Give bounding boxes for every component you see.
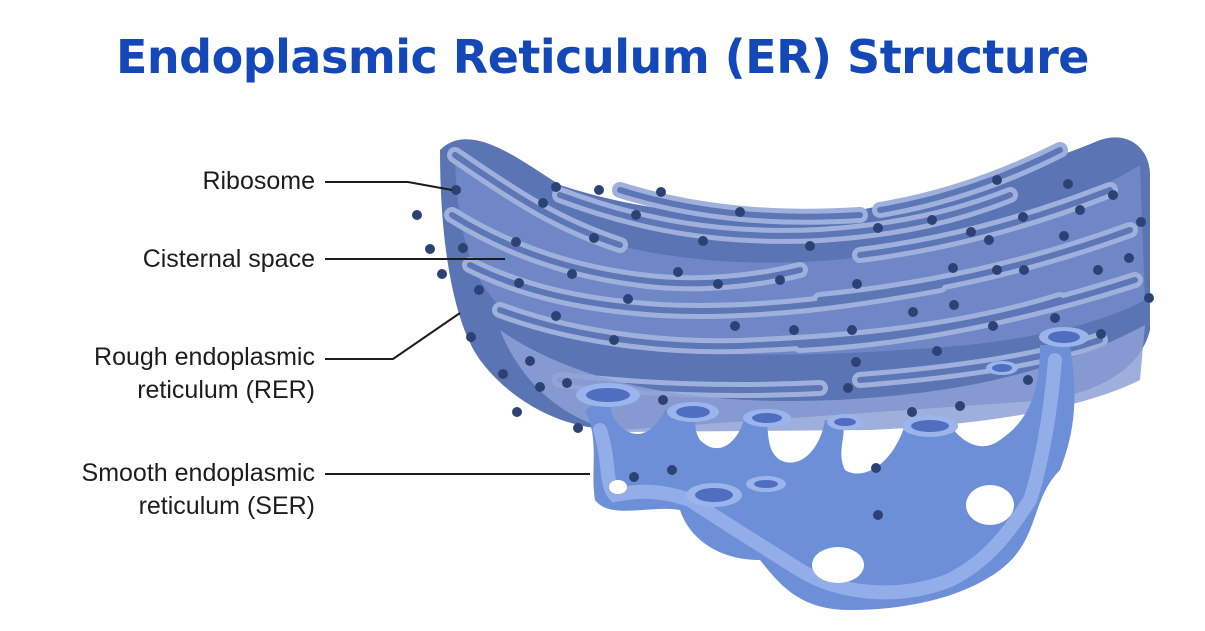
label-rough-er: Rough endoplasmic reticulum (RER) bbox=[94, 341, 315, 407]
smooth-er-openings bbox=[576, 327, 1089, 507]
leader-line-ribosome bbox=[325, 181, 453, 191]
label-ribosome-text: Ribosome bbox=[202, 167, 315, 195]
leader-lines bbox=[325, 181, 590, 475]
label-rer-line1: Rough endoplasmic bbox=[94, 343, 315, 371]
label-cisternal-space: Cisternal space bbox=[143, 243, 315, 276]
page-title: Endoplasmic Reticulum (ER) Structure bbox=[116, 30, 1090, 84]
label-rer-line2: reticulum (RER) bbox=[137, 376, 315, 404]
rough-er-lower-band bbox=[500, 325, 1145, 432]
ribosomes bbox=[412, 175, 1154, 520]
smooth-er-holes bbox=[609, 480, 1014, 583]
smooth-er-highlight bbox=[593, 353, 1062, 600]
leader-line-rer bbox=[325, 312, 461, 360]
label-smooth-er: Smooth endoplasmic reticulum (SER) bbox=[82, 457, 315, 523]
label-ser-line1: Smooth endoplasmic bbox=[81, 459, 315, 487]
label-ser-line2: reticulum (SER) bbox=[138, 492, 315, 520]
smooth-er-network bbox=[585, 345, 1075, 610]
label-ribosome: Ribosome bbox=[202, 165, 315, 198]
label-cisternal-text: Cisternal space bbox=[142, 245, 315, 273]
